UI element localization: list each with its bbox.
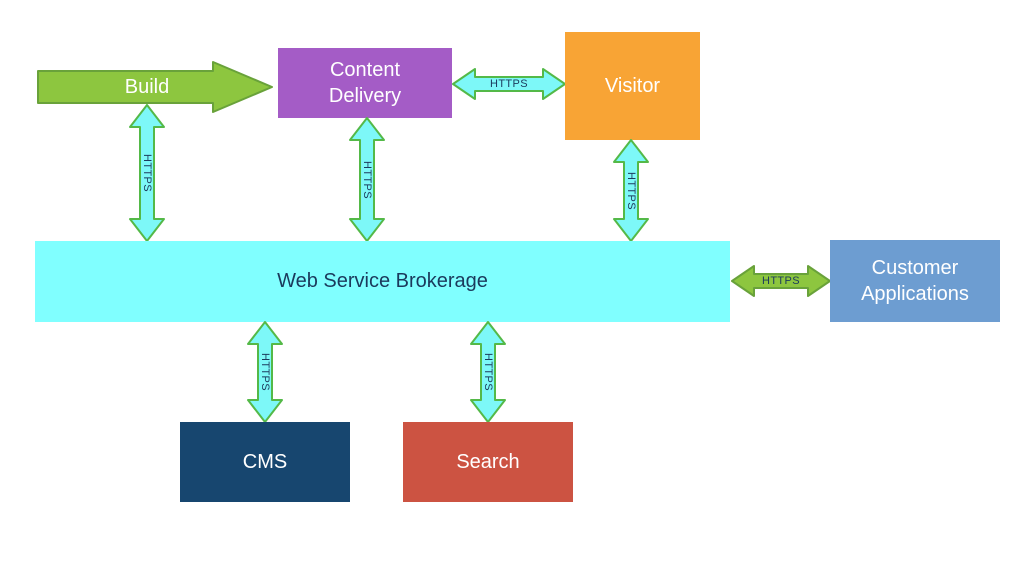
connector-visitor-brokerage: HTTPS — [612, 139, 650, 242]
connector-label-build-brokerage: HTTPS — [141, 153, 153, 193]
node-web-service-brokerage: Web Service Brokerage — [35, 241, 730, 322]
node-customer-applications: Customer Applications — [830, 240, 1000, 322]
node-label-web-service-brokerage: Web Service Brokerage — [277, 270, 488, 293]
connector-label-content-delivery-brokerage: HTTPS — [361, 160, 373, 199]
node-label-content-delivery: Content Delivery — [328, 58, 402, 107]
connector-content-delivery-visitor: HTTPS — [452, 67, 566, 101]
connector-content-delivery-brokerage: HTTPS — [348, 117, 386, 242]
connector-label-brokerage-search: HTTPS — [482, 352, 494, 392]
node-label-build: Build — [124, 75, 170, 98]
node-label-cms: CMS — [242, 450, 288, 473]
connector-brokerage-search: HTTPS — [469, 321, 507, 423]
connector-brokerage-cms: HTTPS — [246, 321, 284, 423]
connector-build-brokerage: HTTPS — [128, 104, 166, 242]
node-cms: CMS — [180, 422, 350, 502]
right-arrow-icon — [37, 61, 273, 113]
connector-label-brokerage-customer-applications: HTTPS — [761, 275, 801, 287]
node-search: Search — [403, 422, 573, 502]
node-build: Build — [37, 61, 273, 113]
node-label-customer-applications: Customer Applications — [861, 256, 969, 305]
connector-brokerage-customer-applications: HTTPS — [731, 264, 831, 298]
node-visitor: Visitor — [565, 32, 700, 140]
connector-label-content-delivery-visitor: HTTPS — [489, 78, 529, 90]
node-content-delivery: Content Delivery — [278, 48, 452, 118]
connector-label-visitor-brokerage: HTTPS — [625, 171, 637, 210]
node-label-search: Search — [456, 450, 520, 473]
node-label-visitor: Visitor — [604, 74, 661, 97]
connector-label-brokerage-cms: HTTPS — [259, 352, 271, 392]
